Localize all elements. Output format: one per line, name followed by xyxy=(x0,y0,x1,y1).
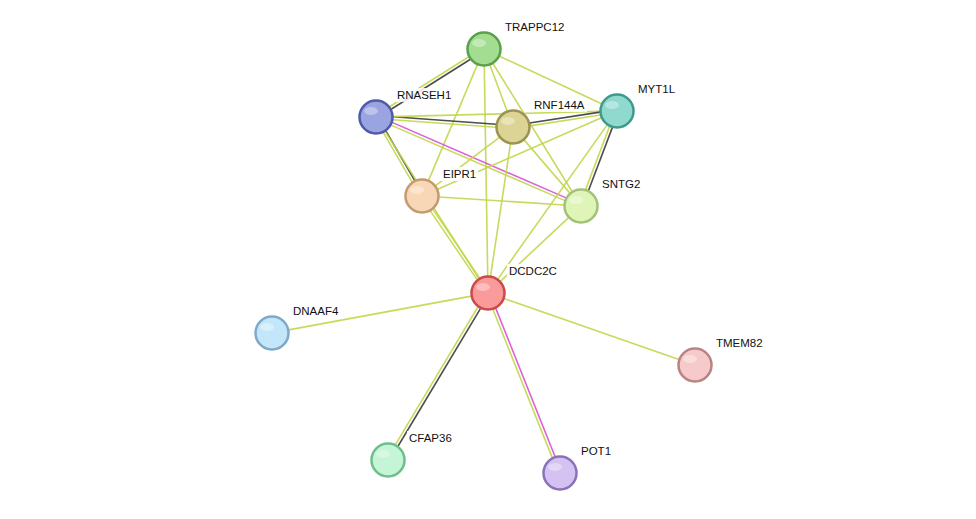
node-disc xyxy=(472,277,505,310)
interaction-line xyxy=(392,122,566,198)
node-circle xyxy=(677,347,713,383)
protein-label: TRAPPC12 xyxy=(503,20,566,34)
node-circle xyxy=(370,442,406,478)
node-highlight xyxy=(260,323,274,331)
protein-node: EIPR1 xyxy=(404,178,440,214)
protein-node: DCDC2C xyxy=(470,275,506,311)
interaction-line xyxy=(504,299,679,360)
protein-node: DNAAF4 xyxy=(254,315,290,351)
interaction-line xyxy=(383,132,412,182)
node-disc xyxy=(565,190,598,223)
protein-label: CFAP36 xyxy=(407,431,454,445)
node-circle xyxy=(563,188,599,224)
protein-label: DCDC2C xyxy=(507,264,559,278)
protein-label: EIPR1 xyxy=(441,167,478,181)
node-circle xyxy=(404,178,440,214)
protein-label: MYT1L xyxy=(636,82,677,96)
node-highlight xyxy=(410,186,424,194)
protein-label: DNAAF4 xyxy=(291,304,340,318)
interaction-line xyxy=(484,66,487,276)
node-circle xyxy=(466,31,502,67)
node-disc xyxy=(601,95,634,128)
protein-node: MYT1L xyxy=(599,93,635,129)
protein-label: POT1 xyxy=(579,444,613,458)
interaction-line xyxy=(391,125,565,201)
protein-node: TRAPPC12 xyxy=(466,31,502,67)
node-disc xyxy=(468,33,501,66)
interaction-line xyxy=(433,209,480,278)
interaction-line xyxy=(493,63,572,191)
protein-node: TMEM82 xyxy=(677,347,713,383)
node-highlight xyxy=(501,117,515,125)
protein-label: TMEM82 xyxy=(714,336,765,350)
node-highlight xyxy=(476,283,490,291)
node-circle xyxy=(470,275,506,311)
node-circle xyxy=(358,99,394,135)
node-disc xyxy=(406,180,439,213)
interaction-line xyxy=(499,56,601,104)
node-circle xyxy=(495,109,531,145)
node-highlight xyxy=(376,450,390,458)
protein-label: RNF144A xyxy=(532,98,587,112)
node-highlight xyxy=(683,355,697,363)
node-disc xyxy=(544,457,577,490)
interaction-line xyxy=(289,296,472,330)
protein-label: SNTG2 xyxy=(600,177,642,191)
node-highlight xyxy=(472,39,486,47)
interaction-line xyxy=(390,57,469,107)
interaction-line xyxy=(496,308,555,457)
node-circle xyxy=(542,455,578,491)
interaction-line xyxy=(385,131,479,278)
interaction-line xyxy=(393,120,496,128)
protein-label: RNASEH1 xyxy=(395,88,453,102)
interaction-line xyxy=(395,307,478,445)
interaction-line xyxy=(439,197,564,205)
interaction-line xyxy=(391,59,470,109)
interaction-line xyxy=(398,308,481,446)
node-circle xyxy=(599,93,635,129)
protein-node: RNASEH1 xyxy=(358,99,394,135)
node-disc xyxy=(372,444,405,477)
node-disc xyxy=(360,101,393,134)
node-disc xyxy=(679,349,712,382)
interaction-line xyxy=(530,115,601,126)
interaction-line xyxy=(500,218,568,282)
protein-node: POT1 xyxy=(542,455,578,491)
node-highlight xyxy=(548,463,562,471)
node-disc xyxy=(256,317,289,350)
interaction-line xyxy=(493,309,552,458)
interaction-line xyxy=(430,211,477,280)
protein-node: CFAP36 xyxy=(370,442,406,478)
interaction-line xyxy=(393,111,600,116)
protein-node: RNF144A xyxy=(495,109,531,145)
interaction-line xyxy=(491,144,511,276)
node-highlight xyxy=(605,101,619,109)
node-circle xyxy=(254,315,290,351)
node-highlight xyxy=(364,107,378,115)
node-disc xyxy=(497,111,530,144)
protein-node: SNTG2 xyxy=(563,188,599,224)
interaction-line xyxy=(436,137,500,185)
node-highlight xyxy=(569,196,583,204)
